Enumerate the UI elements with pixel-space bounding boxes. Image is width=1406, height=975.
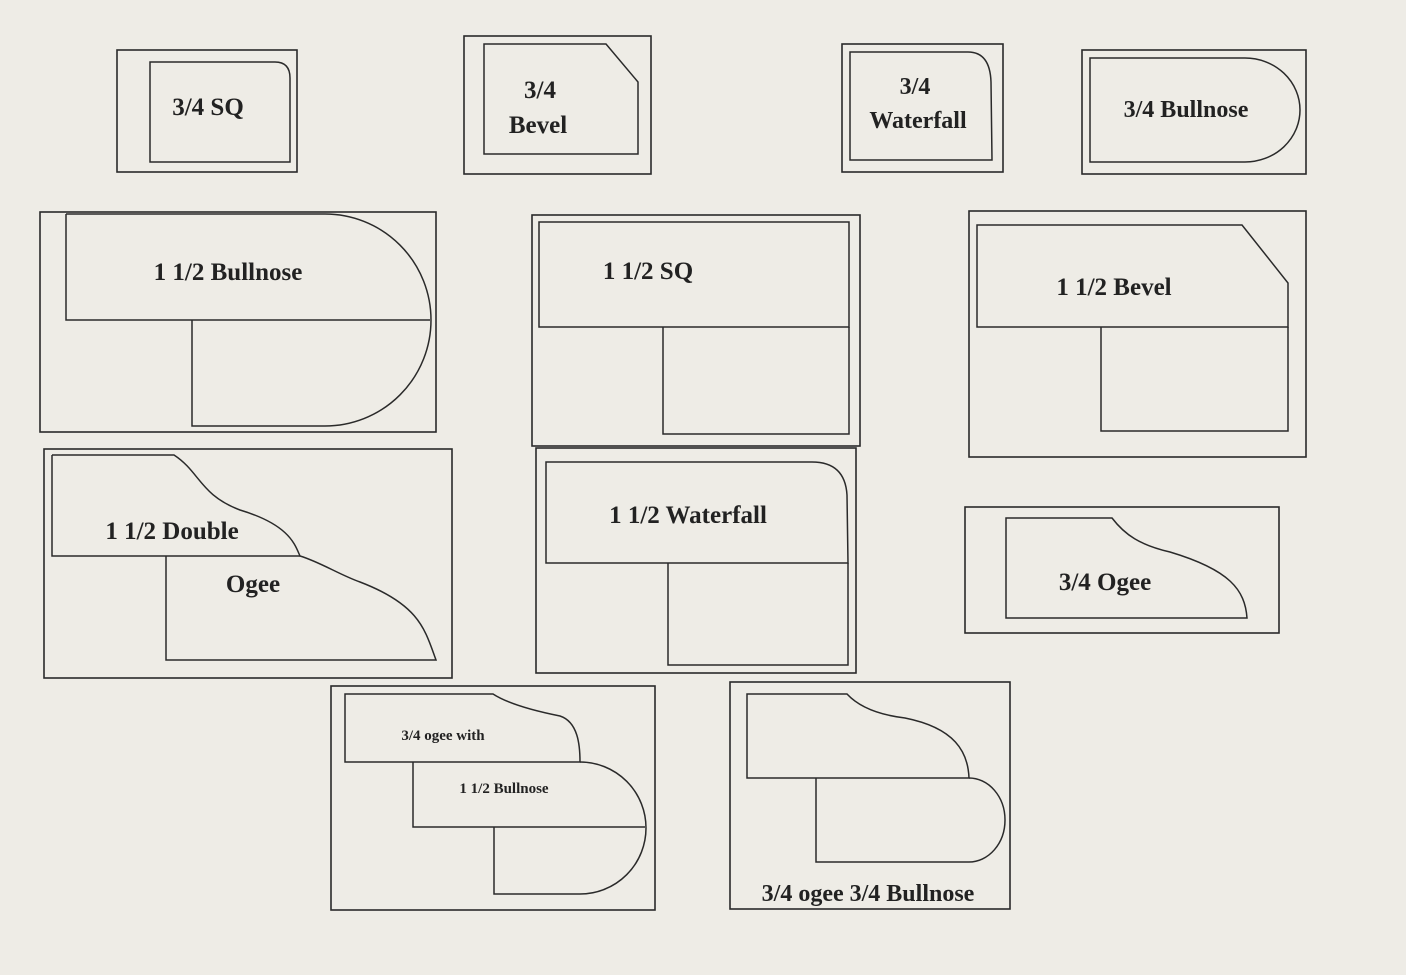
profile-3-4-sq: 3/4 SQ [116,49,298,173]
profile-top-layer [51,455,300,557]
profile-top-layer [538,221,850,328]
profile-3-4-bullnose: 3/4 Bullnose [1081,49,1307,175]
profile-ogee-layer [746,693,970,779]
profile-bottom-layer [1100,327,1289,432]
profile-3-4-ogee-3-4-bullnose: 3/4 ogee 3/4 Bullnose [729,681,1011,910]
profile-label-line-1: 3/4 ogee with [401,728,485,744]
profile-frame [841,43,1004,173]
profile-3-4-ogee: 3/4 Ogee [964,506,1280,634]
profile-ogee-edge [52,454,438,661]
profile-shape [1005,517,1248,619]
profile-frame [531,214,861,447]
profile-1-1-2-double-ogee: 1 1/2 Double Ogee [43,448,453,679]
profile-bottom-layer [662,327,850,435]
profile-frame [535,447,857,674]
profile-label: 1 1/2 SQ [603,258,693,285]
profile-bullnose-edge [815,777,1006,863]
profile-ogee-layer [344,693,581,763]
profile-frame [964,506,1280,634]
profile-label-line-1: 3/4 [900,74,931,100]
profile-3-4-ogee-with-1-1-2-bullnose: 3/4 ogee with 1 1/2 Bullnose [330,685,656,911]
profile-frame [116,49,298,173]
profile-frame [1081,49,1307,175]
profile-label-line-1: 3/4 [524,77,556,104]
profile-frame [968,210,1307,458]
profile-frame [729,681,1011,910]
profile-label-line-2: Ogee [226,571,280,598]
profile-label: 3/4 SQ [172,94,244,121]
profile-shape [1089,57,1301,163]
profile-layer-line [65,214,430,321]
profile-bottom-layer [667,563,849,666]
profile-1-1-2-bullnose: 1 1/2 Bullnose [39,211,437,433]
profile-shape [849,51,993,161]
profile-label: 3/4 ogee 3/4 Bullnose [762,881,975,907]
profile-3-4-waterfall: 3/4 Waterfall [841,43,1004,173]
profile-1-1-2-sq: 1 1/2 SQ [531,214,861,447]
profile-middle-layer [412,762,645,828]
profile-frame [330,685,656,911]
profile-top-layer [976,224,1289,328]
profile-shape [149,61,291,163]
profile-frame [39,211,437,433]
profile-label-line-2: Waterfall [869,108,967,134]
profile-label: 1 1/2 Waterfall [609,502,767,529]
profile-label: 1 1/2 Bullnose [154,259,303,286]
profile-1-1-2-waterfall: 1 1/2 Waterfall [535,447,857,674]
profile-top-layer [545,461,849,564]
profile-label: 1 1/2 Bevel [1056,274,1171,301]
profile-label-line-1: 1 1/2 Double [105,518,238,545]
profile-1-1-2-bevel: 1 1/2 Bevel [968,210,1307,458]
profile-label-line-2: Bevel [509,112,567,139]
profile-label: 3/4 Bullnose [1124,97,1249,123]
profile-shape [66,213,432,427]
profile-label: 3/4 Ogee [1059,569,1151,596]
profile-shape [483,43,639,155]
profile-frame [43,448,453,679]
profile-label-line-2: 1 1/2 Bullnose [459,781,549,797]
profile-3-4-bevel: 3/4 Bevel [463,35,652,175]
profile-frame [463,35,652,175]
profile-bullnose-edge [493,761,647,895]
